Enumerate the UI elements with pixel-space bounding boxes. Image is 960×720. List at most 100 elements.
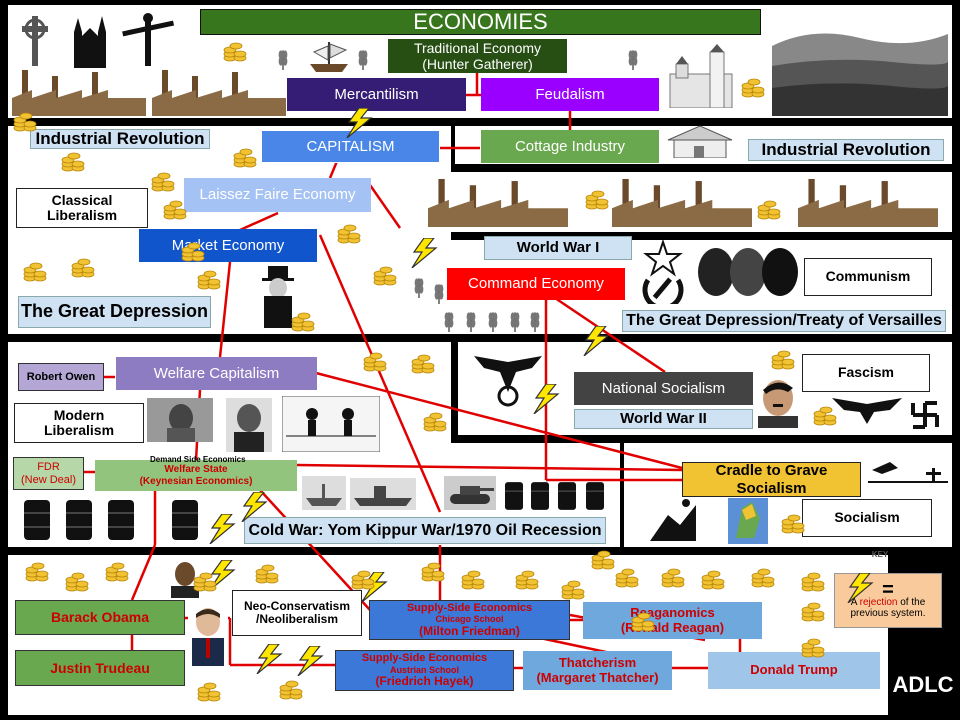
cottage-industry-box[interactable]: Cottage Industry [481, 130, 659, 163]
industrial-revolution-left-label: Industrial Revolution [30, 129, 210, 149]
welfare-state-box[interactable]: Demand Side Economics Welfare State (Key… [95, 455, 297, 491]
oil-barrel-icon [24, 500, 50, 540]
thatcherism-line2: (Margaret Thatcher) [536, 669, 659, 685]
thatcherism-box[interactable]: Thatcherism (Margaret Thatcher) [523, 651, 672, 690]
factory-icon [798, 178, 938, 228]
key-title: KEY [871, 549, 889, 559]
fdr-box[interactable]: FDR (New Deal) [13, 457, 84, 490]
traditional-economy-box[interactable]: Traditional Economy (Hunter Gatherer) [388, 39, 567, 73]
cradle-line1: Cradle to Grave [715, 462, 828, 480]
welfare-capitalism-box[interactable]: Welfare Capitalism [116, 357, 317, 390]
cross-icon [22, 16, 48, 66]
coin-stack-icon [461, 570, 485, 590]
lightning-icon [346, 108, 373, 138]
justin-trudeau-box[interactable]: Justin Trudeau [15, 650, 185, 686]
market-economy-box[interactable]: Market Economy [139, 229, 317, 262]
coin-stack-icon [223, 42, 247, 62]
coin-stack-icon [197, 682, 221, 702]
lightning-icon [847, 573, 874, 603]
obama-portrait-icon [165, 558, 205, 598]
classical-liberalism-callout: Classical Liberalism [16, 188, 148, 228]
neocon-line1: Neo-Conservatism [243, 598, 351, 613]
supply-chicago-box[interactable]: Supply-Side Economics Chicago School (Mi… [369, 600, 570, 640]
mercantilism-box[interactable]: Mercantilism [287, 78, 466, 111]
castle-icon [669, 44, 733, 108]
national-socialism-box[interactable]: National Socialism [574, 372, 753, 405]
coin-stack-icon [781, 514, 805, 534]
coin-stack-icon [25, 562, 49, 582]
key-highlight: rejection [859, 596, 898, 608]
coin-stack-icon [105, 562, 129, 582]
key-text-after: of the previous system. [850, 596, 926, 619]
cradle-line2: Socialism [736, 479, 807, 497]
robert-owen-box[interactable]: Robert Owen [18, 363, 104, 391]
coin-stack-icon [757, 200, 781, 220]
stork-icon [868, 462, 948, 483]
oil-barrel-icon [531, 482, 549, 510]
ship-icon [310, 42, 348, 72]
communism-callout: Communism [804, 258, 932, 296]
laissez-faire-box[interactable]: Laissez Faire Economy [184, 178, 371, 212]
coin-stack-icon [701, 570, 725, 590]
coin-stack-icon [233, 148, 257, 168]
coin-stack-icon [193, 572, 217, 592]
factory-icon [428, 178, 568, 228]
connector [554, 296, 666, 374]
supply-austrian-box[interactable]: Supply-Side Economics Austrian School (F… [335, 650, 514, 691]
donald-trump-box[interactable]: Donald Trump [708, 652, 880, 689]
lightning-icon [209, 514, 236, 544]
coin-stack-icon [363, 352, 387, 372]
fascism-callout: Fascism [802, 354, 930, 392]
fdr-line2: (New Deal) [20, 473, 76, 486]
boxing-sketch-icon [282, 396, 380, 452]
tycoon-icon [262, 266, 294, 328]
supply-chicago-line3: (Milton Friedman) [419, 623, 520, 638]
reaganomics-box[interactable]: Reaganomics (Ronald Reagan) [583, 602, 762, 639]
coin-stack-icon [421, 562, 445, 582]
coin-stack-icon [291, 312, 315, 332]
wheat-icon [358, 50, 368, 70]
wheat-icon [414, 278, 424, 298]
welfare-state-line1: Welfare State [164, 464, 228, 475]
statue-icon [122, 13, 175, 66]
coin-stack-icon [591, 550, 615, 570]
coin-stack-icon [351, 570, 375, 590]
lightning-icon [411, 238, 438, 268]
key-text: A rejection of the previous system. [835, 597, 941, 619]
lightning-icon [297, 646, 324, 676]
wheat-icon [628, 50, 638, 70]
world-war-2-label: World War II [574, 409, 753, 429]
wheat-icon [466, 312, 476, 332]
thatcherism-line1: Thatcherism [558, 654, 637, 670]
statue-photo-icon [147, 398, 213, 442]
barack-obama-box[interactable]: Barack Obama [15, 600, 185, 635]
supply-austrian-line1: Supply-Side Economics [361, 652, 488, 665]
welfare-state-line2: (Keynesian Economics) [139, 475, 253, 487]
cradle-to-grave-box[interactable]: Cradle to Grave Socialism [682, 462, 861, 497]
wheat-icon [434, 284, 444, 304]
climber-icon [650, 499, 696, 541]
neoconservatism-callout: Neo-Conservatism /Neoliberalism [232, 590, 362, 636]
coin-stack-icon [813, 406, 837, 426]
lightning-icon [583, 326, 610, 356]
command-economy-box[interactable]: Command Economy [447, 268, 625, 300]
coin-stack-icon [373, 266, 397, 286]
modern-line2: Liberalism [43, 422, 115, 438]
supply-chicago-line1: Supply-Side Economics [406, 601, 533, 614]
connector [218, 261, 232, 358]
coin-stack-icon [661, 568, 685, 588]
feudalism-box[interactable]: Feudalism [481, 78, 659, 111]
coin-stack-icon [255, 564, 279, 584]
coin-stack-icon [65, 572, 89, 592]
factory-icon [12, 70, 146, 116]
cold-war-label: Cold War: Yom Kippur War/1970 Oil Recess… [244, 517, 606, 544]
crowd-icon [772, 33, 948, 116]
coin-stack-icon [801, 602, 825, 622]
socialism-callout: Socialism [802, 499, 932, 537]
coin-stack-icon [615, 568, 639, 588]
lightning-icon [241, 492, 268, 522]
coin-stack-icon [515, 570, 539, 590]
coin-stack-icon [181, 242, 205, 262]
coin-stack-icon [71, 258, 95, 278]
wheat-icon [444, 312, 454, 332]
